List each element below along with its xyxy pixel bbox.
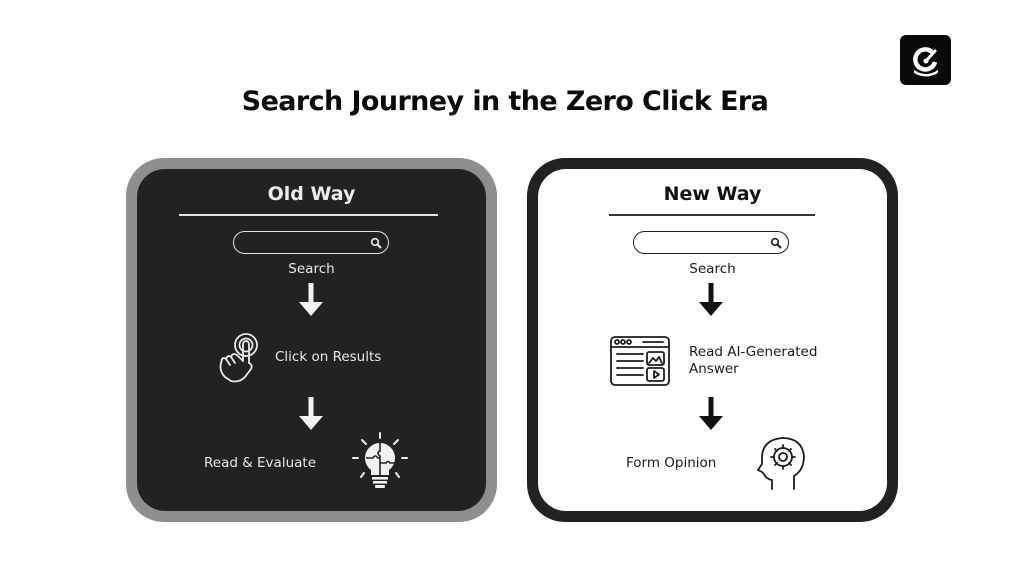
old-way-panel-body: Old Way Search Click on Results [137, 169, 486, 511]
new-way-panel: New Way Search [527, 158, 898, 522]
arrow-down-icon [699, 283, 723, 316]
arrow-down-icon [299, 397, 323, 430]
old-way-heading: Old Way [267, 183, 356, 205]
heading-divider [179, 214, 438, 216]
heading-divider [609, 214, 815, 216]
arrow-down-icon [299, 283, 323, 316]
new-way-heading: New Way [663, 183, 762, 205]
step-read-ai-answer-line2: Answer [689, 361, 739, 377]
search-icon [370, 237, 382, 248]
old-way-panel: Old Way Search Click on Results [126, 158, 497, 522]
hand-tap-icon [219, 333, 258, 383]
browser-content-icon [610, 336, 670, 386]
search-bar-illustration [633, 231, 789, 254]
arrow-down-icon [699, 397, 723, 430]
new-way-panel-body: New Way Search [538, 169, 887, 511]
head-gear-icon [757, 437, 805, 490]
step-read-ai-answer-line1: Read AI-Generated [689, 344, 818, 360]
lightbulb-puzzle-icon [352, 432, 408, 488]
g-gauge-logo-icon [912, 47, 938, 77]
step-search-label: Search [288, 261, 335, 277]
page-title: Search Journey in the Zero Click Era [241, 86, 769, 117]
step-form-opinion-label: Form Opinion [626, 455, 717, 471]
step-click-results-label: Click on Results [275, 349, 382, 365]
brand-logo [900, 35, 951, 85]
step-read-evaluate-label: Read & Evaluate [204, 455, 317, 471]
step-search-label: Search [689, 261, 736, 277]
step-read-ai-answer-label: Read AI-Generated Answer [689, 344, 817, 378]
search-icon [770, 237, 782, 248]
search-bar-illustration [233, 231, 389, 254]
